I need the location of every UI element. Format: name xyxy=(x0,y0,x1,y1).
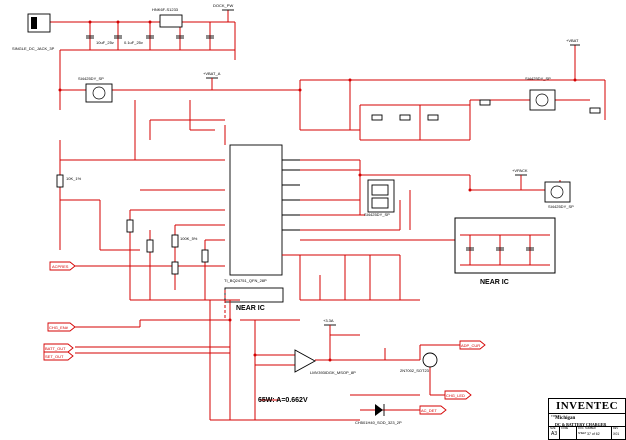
v3a-net: +3.3A xyxy=(323,318,336,335)
code-label: CODE xyxy=(561,427,569,430)
near-ic-label-center: NEAR IC xyxy=(236,305,265,312)
set-out-label: SET_OUT xyxy=(45,354,64,359)
dock-pw-net: DOCK_PW xyxy=(213,3,234,11)
ic-right-circuits xyxy=(282,159,561,301)
vpack-net: +VPACK xyxy=(512,168,528,190)
charger-ic: TI_BQ24751_QFN_28P xyxy=(224,144,300,283)
connector-label: SINGLE_DC_JACK_3P xyxy=(12,46,55,51)
chg-led-label: CHG_LED xyxy=(446,393,465,398)
size-value: A3 xyxy=(551,431,558,437)
comparator: LMV393IDGK_MSOP_8P xyxy=(294,349,356,375)
bottom-diode: CH501H40_SOD_323_2P xyxy=(355,404,402,425)
threshold-note: 65W: A=0.662V xyxy=(258,397,308,404)
top-mosfet-label: HNK6F-S1233 xyxy=(152,7,179,12)
left-res-label: 10K_1% xyxy=(66,176,82,181)
batt-out-port: BATT_OUT xyxy=(43,343,74,353)
adp-cur-port: ADP_CUR xyxy=(459,340,486,350)
chg-en-port: CHG_EN# xyxy=(47,322,76,332)
left-resistors: 10K_1% 100K_5% xyxy=(56,174,209,275)
dock-pw-label: DOCK_PW xyxy=(213,3,233,8)
near-ic-group-right: NEAR IC xyxy=(454,217,556,286)
company-name: INVENTEC xyxy=(555,400,619,412)
mid-res-label: 100K_5% xyxy=(180,236,198,241)
vpack-label: +VPACK xyxy=(512,168,528,173)
rev-label: REV xyxy=(613,427,619,430)
ac-det-label: AC_DET xyxy=(421,408,437,413)
junction-dots xyxy=(58,20,577,362)
cap-label-2: 0.1uF_25v xyxy=(124,40,143,45)
chg-led-port: CHG_LED xyxy=(444,390,472,400)
dc-jack-connector: SINGLE_DC_JACK_3P xyxy=(12,13,55,51)
acpres-label: ACPRES xyxy=(52,264,69,269)
doc-label: DOC. NUMBER xyxy=(578,427,596,430)
bottom-diode-label: CH501H40_SOD_323_2P xyxy=(355,420,402,425)
v3a-label: +3.3A xyxy=(323,318,334,323)
battery-mosfet: SI4425DY_SP xyxy=(544,181,574,209)
sheet-title: DC & BATTERY CHARGER xyxy=(555,422,607,427)
vbat-a-net: +VBAT_A xyxy=(203,71,221,90)
left-circuits xyxy=(59,100,240,301)
sheet-label: SHEET xyxy=(578,432,587,435)
battery-mosfet-label: SI4425DY_SP xyxy=(548,204,574,209)
info-row: SIZE A3 CODE DOC. NUMBER SHEET 37 of 62 … xyxy=(549,426,625,439)
vbat-a-label: +VBAT_A xyxy=(203,71,221,76)
ac-det-port: AC_DET xyxy=(390,405,447,415)
left-mosfet-label: SI4425DY_SP xyxy=(78,76,104,81)
comparator-label: LMV393IDGK_MSOP_8P xyxy=(310,370,356,375)
vbat-net: +VBAT xyxy=(566,38,580,46)
project-name: Michigan xyxy=(555,416,576,421)
top-mosfet: HNK6F-S1233 xyxy=(152,7,183,28)
top-capacitors: 10uF_25v 0.1uF_25v xyxy=(86,35,214,45)
rev-value: X01 xyxy=(613,432,620,436)
cap-label-1: 10uF_25v xyxy=(96,40,114,45)
acpres-port: ACPRES xyxy=(49,261,90,271)
title-row: TITLE Michigan DC & BATTERY CHARGER xyxy=(549,413,625,427)
near-ic-label-right: NEAR IC xyxy=(480,279,509,286)
set-out-port: SET_OUT xyxy=(43,351,74,361)
small-fet-label: 2N7002_SOT23 xyxy=(400,368,430,373)
vbat-label: +VBAT xyxy=(566,38,579,43)
charger-ic-label: TI_BQ24751_QFN_28P xyxy=(224,278,267,283)
left-mosfet: SI4425DY_SP xyxy=(78,76,113,103)
batt-out-label: BATT_OUT xyxy=(45,346,66,351)
chg-en-label: CHG_EN# xyxy=(49,325,69,330)
sheet-value: 37 of 62 xyxy=(587,432,600,436)
middle-capacitors xyxy=(371,99,601,121)
adp-cur-label: ADP_CUR xyxy=(461,343,480,348)
small-fet: 2N7002_SOT23 xyxy=(400,352,438,373)
title-label: TITLE xyxy=(551,414,560,418)
title-block: INVENTEC TITLE Michigan DC & BATTERY CHA… xyxy=(548,398,626,440)
size-label: SIZE xyxy=(550,427,556,430)
middle-mosfet: SI4425DY_SP xyxy=(364,179,395,217)
middle-mosfet-label: SI4425DY_SP xyxy=(364,212,390,217)
right-mosfet-label: SI4425DY_SP xyxy=(525,76,551,81)
top-power-path xyxy=(45,10,606,141)
right-mosfet: SI4425DY_SP xyxy=(525,76,556,111)
